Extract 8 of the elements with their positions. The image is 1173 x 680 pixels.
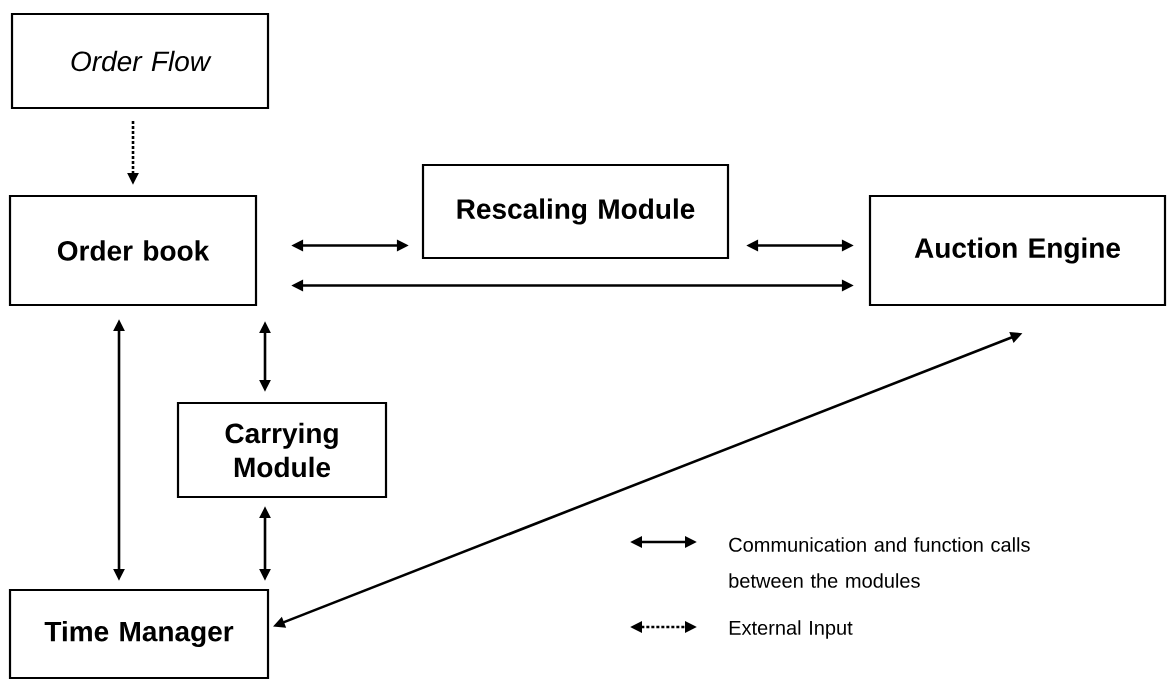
- process-box: Carrying Module: [176, 401, 388, 499]
- legend-text: External Input: [729, 620, 853, 639]
- process-box: Auction Engine: [868, 194, 1167, 307]
- process-box: Rescaling Module: [421, 163, 730, 260]
- process-box: Time Manager: [8, 588, 270, 680]
- process-box: Order Flow: [10, 12, 270, 110]
- legend-text: Communication and function calls between the modules: [729, 537, 1030, 588]
- process-box: Order book: [8, 194, 258, 307]
